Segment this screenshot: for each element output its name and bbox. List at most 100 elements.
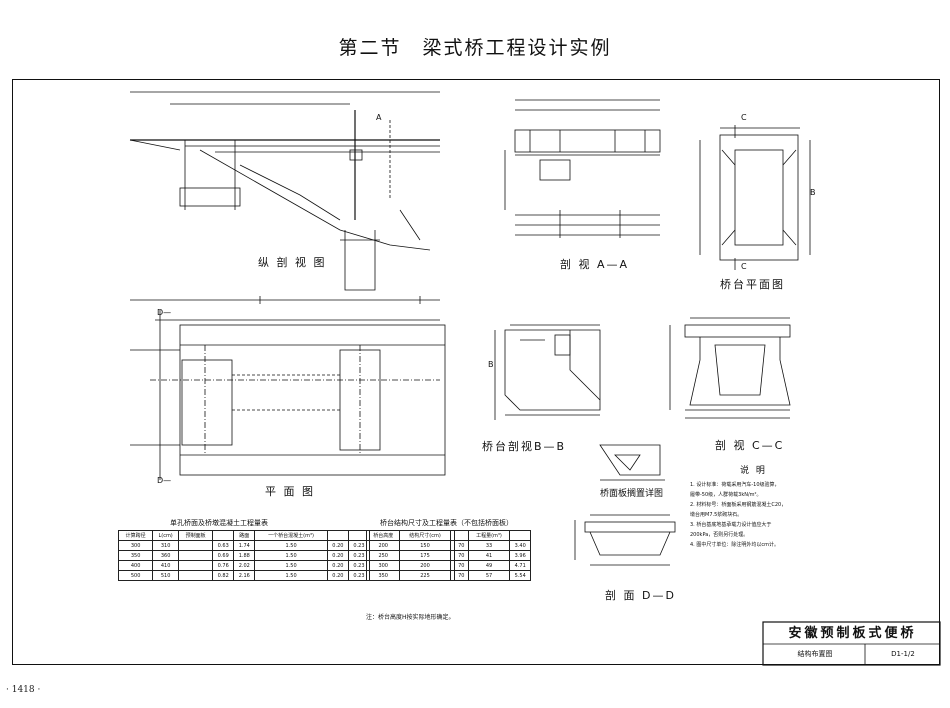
- table-cell: 510: [152, 570, 179, 581]
- table-header-row: 计算跨径 L(cm) 预制面板 路面 一个桥台混凝土(m³): [117, 530, 371, 541]
- marker-c-top: C: [741, 113, 747, 122]
- table-cell: 175: [399, 550, 451, 561]
- marker-d-top: D—: [157, 308, 172, 317]
- table-cell: 360: [152, 550, 179, 561]
- table-cell: [177, 570, 214, 581]
- table-cell: [177, 550, 214, 561]
- note-line: 4. 图中尺寸单位：除注明外均以cm计。: [690, 542, 779, 548]
- table-row: 350 360 0.69 1.88 1.50 0.20 0.23: [117, 550, 371, 561]
- table-cell: 0.20: [326, 540, 349, 551]
- table-cell: 49: [467, 560, 511, 571]
- design-notes: 1. 设计标准：荷载采用汽车-10级验算， 履带-50级，人群荷载3kN/m²。…: [690, 480, 830, 550]
- table-cell: 0.82: [212, 570, 235, 581]
- marker-b: B: [810, 188, 816, 197]
- table-cell: 250: [365, 550, 401, 561]
- table-cell: 41: [467, 550, 511, 561]
- table-cell: 0.20: [326, 560, 349, 571]
- table-cell: 300: [365, 560, 401, 571]
- table-cell: 33: [467, 540, 511, 551]
- table-cell: 200: [399, 560, 451, 571]
- page-title: 第二节 梁式桥工程设计实例: [338, 37, 612, 59]
- table-cell: 310: [152, 540, 179, 551]
- section-cc-view: [669, 317, 791, 419]
- table-cell: 70: [453, 570, 469, 581]
- note-line: 1. 设计标准：荷载采用汽车-10级验算，: [690, 482, 780, 488]
- table-cell: 计算跨径: [117, 530, 154, 541]
- table-cell: 1.74: [233, 540, 256, 551]
- table-cell: 0.20: [326, 570, 349, 581]
- title-block-drawing-code: D1-1/2: [891, 650, 915, 658]
- table-cell: 410: [152, 560, 179, 571]
- table-cell: 400: [117, 560, 154, 571]
- caption-section-cc: 剖 视 C—C: [715, 439, 785, 452]
- drawing-frame: [12, 79, 940, 665]
- plan-view: [130, 310, 446, 480]
- table-row: 400 410 0.76 2.02 1.50 0.20 0.23: [117, 560, 371, 571]
- table-cell: 1.50: [254, 540, 328, 551]
- table-cell: 0.63: [212, 540, 235, 551]
- title-block-title: 安徽预制板式便桥: [788, 626, 917, 641]
- caption-section-aa: 剖 视 A—A: [560, 258, 630, 271]
- table-cell: 70: [453, 540, 469, 551]
- table-cell: 225: [399, 570, 451, 581]
- table-cell: 0.76: [212, 560, 235, 571]
- table-cell: 2.16: [233, 570, 256, 581]
- table-cell: 350: [117, 550, 154, 561]
- section-dd-view: [574, 514, 676, 566]
- note-line: 2. 材料标号：桥面板采用钢筋混凝土C20，: [690, 502, 787, 508]
- note-line: 3. 桥台基底地基承载力设计值应大于: [690, 522, 772, 528]
- page-number: · 1418 ·: [6, 685, 41, 695]
- table-cell: 350: [365, 570, 401, 581]
- table-cell: 工程量(m³): [467, 530, 511, 541]
- quantity-table-1: 计算跨径 L(cm) 预制面板 路面 一个桥台混凝土(m³) 300 310 0…: [117, 530, 371, 581]
- caption-abutment-plan: 桥台平面图: [720, 278, 785, 291]
- table2-title: 桥台结构尺寸及工程量表（不包括桥面板）: [380, 519, 513, 527]
- table-row: 350 225 70 57 5.54: [365, 570, 531, 581]
- table-cell: 500: [117, 570, 154, 581]
- table-cell: 4.71: [509, 560, 531, 571]
- marker-b2: B: [488, 360, 494, 369]
- table-cell: 150: [399, 540, 451, 551]
- section-bb-view: [494, 324, 601, 420]
- marker-a: A: [376, 113, 382, 122]
- table1-title: 单孔桥面及桥墩混凝土工程量表: [170, 519, 268, 527]
- caption-elevation: 纵 剖 视 图: [258, 256, 327, 269]
- table-cell: 70: [453, 560, 469, 571]
- table-cell: 3.96: [509, 550, 531, 561]
- table-cell: 一个桥台混凝土(m³): [254, 530, 328, 541]
- table-cell: 0.69: [212, 550, 235, 561]
- table-cell: [326, 530, 349, 541]
- table-row: 300 310 0.63 1.74 1.50 0.20 0.23: [117, 540, 371, 551]
- table-cell: 1.50: [254, 570, 328, 581]
- title-block-drawing-name: 结构布置图: [797, 650, 833, 658]
- elevation-view: [129, 91, 440, 304]
- note-line: 墩台用M7.5浆砌块石。: [690, 512, 743, 518]
- notes-heading: 说 明: [740, 466, 767, 476]
- table-row: 300 200 70 49 4.71: [365, 560, 531, 571]
- caption-section-bb: 桥台剖视B—B: [482, 440, 567, 453]
- abutment-plan-view: [699, 125, 811, 270]
- table-cell: [449, 570, 456, 581]
- table-cell: 结构尺寸(cm): [399, 530, 451, 541]
- table-cell: 1.88: [233, 550, 256, 561]
- table-cell: [453, 530, 469, 541]
- table-cell: [509, 530, 531, 541]
- table-row: 200 150 70 33 3.40: [365, 540, 531, 551]
- table-cell: 200: [365, 540, 401, 551]
- table-cell: 0.20: [326, 550, 349, 561]
- quantity-table-2: 桥台高度 结构尺寸(cm) 工程量(m³) 200 150 70 33 3.40…: [365, 530, 531, 581]
- note-line: 履带-50级，人群荷载3kN/m²。: [690, 492, 762, 498]
- table-cell: 5.54: [509, 570, 531, 581]
- note-line: 200kPa，否则另行处理。: [690, 532, 749, 538]
- caption-bearing-detail: 桥面板搁置详图: [600, 489, 664, 499]
- table-cell: 70: [453, 550, 469, 561]
- table-row: 500 510 0.82 2.16 1.50 0.20 0.23: [117, 570, 371, 581]
- table-cell: [212, 530, 235, 541]
- table-cell: 桥台高度: [365, 530, 401, 541]
- table-cell: 预制面板: [177, 530, 214, 541]
- table-cell: 2.02: [233, 560, 256, 571]
- table-cell: 3.40: [509, 540, 531, 551]
- table-row: 250 175 70 41 3.96: [365, 550, 531, 561]
- table-cell: L(cm): [152, 530, 179, 541]
